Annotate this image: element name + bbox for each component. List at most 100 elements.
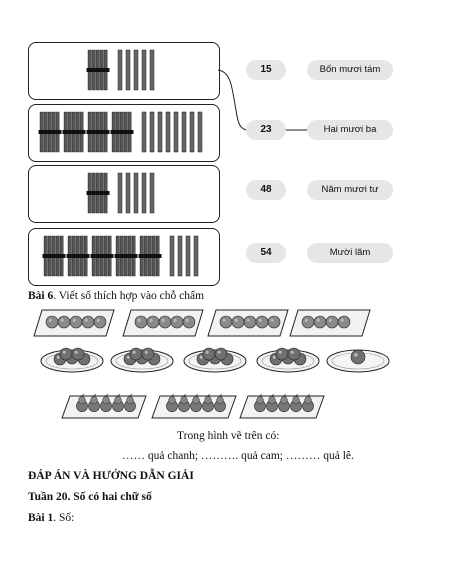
lemon-highlight	[72, 318, 76, 322]
single-stick	[149, 49, 155, 91]
orange	[287, 347, 301, 361]
lemon-highlight	[328, 318, 332, 322]
lemon	[255, 315, 269, 329]
lemon-highlight	[258, 318, 262, 322]
pear-stem	[207, 393, 210, 397]
pear-stem	[129, 393, 132, 397]
stick-bundle	[86, 49, 110, 91]
lemon-highlight	[316, 318, 320, 322]
single-stick	[173, 111, 179, 153]
lemon	[134, 315, 148, 329]
pear-top	[114, 396, 122, 405]
answers-item-label: Bài 1	[28, 512, 54, 524]
stick-bundle	[90, 235, 114, 277]
orange-highlight	[62, 350, 66, 354]
exercise-6-label: Bài 6	[28, 290, 54, 302]
pear-stem	[283, 393, 286, 397]
lemon-highlight	[185, 318, 189, 322]
lemon	[170, 315, 184, 329]
orange-highlight	[144, 350, 148, 354]
stick-bundle	[110, 111, 134, 153]
bundle-box-3	[28, 165, 220, 223]
answers-week: Tuần 20. Số có hai chữ số	[28, 491, 152, 503]
pear-stem	[183, 393, 186, 397]
lemon	[45, 315, 59, 329]
pear-top	[192, 396, 200, 405]
word-pill-1[interactable]: Bốn mươi tám	[307, 60, 393, 80]
orange	[141, 347, 155, 361]
pear-stem	[171, 393, 174, 397]
single-stick	[149, 172, 155, 214]
single-stick	[149, 111, 155, 153]
single-stick	[177, 235, 183, 277]
lemon	[182, 315, 196, 329]
word-pill-3[interactable]: Năm mươi tư	[307, 180, 393, 200]
orange	[202, 347, 216, 361]
orange-highlight	[278, 350, 282, 354]
exercise-6-heading: Bài 6. Viết số thích hợp vào chỗ chấm	[28, 290, 204, 302]
word-pill-4[interactable]: Mười lăm	[307, 243, 393, 263]
answers-heading: ĐÁP ÁN VÀ HƯỚNG DẪN GIẢI	[28, 470, 194, 482]
pear-stem	[93, 393, 96, 397]
stick-bundle	[38, 111, 62, 153]
single-stick	[185, 235, 191, 277]
number-pill-3[interactable]: 48	[246, 180, 286, 200]
lemon-highlight	[161, 318, 165, 322]
number-pill-1[interactable]: 15	[246, 60, 286, 80]
lemon	[337, 315, 351, 329]
lemon	[313, 315, 327, 329]
single-stick	[169, 235, 175, 277]
stick-bundle	[42, 235, 66, 277]
orange	[275, 347, 289, 361]
pear-stem	[195, 393, 198, 397]
lemon	[267, 315, 281, 329]
single-stick	[125, 49, 131, 91]
orange-highlight	[272, 355, 276, 359]
pear-stem	[271, 393, 274, 397]
lemon-highlight	[48, 318, 52, 322]
pear-stem	[295, 393, 298, 397]
pear-top	[78, 396, 86, 405]
pear-top	[168, 396, 176, 405]
single-stick	[141, 111, 147, 153]
single-stick	[133, 49, 139, 91]
single-stick	[141, 172, 147, 214]
single-stick	[181, 111, 187, 153]
orange-highlight	[74, 350, 78, 354]
lemon	[325, 315, 339, 329]
single-stick	[117, 172, 123, 214]
number-pill-4[interactable]: 54	[246, 243, 286, 263]
lemon-highlight	[84, 318, 88, 322]
number-pill-2[interactable]: 23	[246, 120, 286, 140]
lemon-highlight	[96, 318, 100, 322]
lemon	[69, 315, 83, 329]
orange	[214, 347, 228, 361]
lemon	[146, 315, 160, 329]
orange	[350, 349, 366, 365]
orange-highlight	[56, 355, 60, 359]
pear-top	[292, 396, 300, 405]
single-stick	[165, 111, 171, 153]
orange-highlight	[126, 355, 130, 359]
stick-bundle	[114, 235, 138, 277]
pear-top	[280, 396, 288, 405]
pear-top	[204, 396, 212, 405]
lemon-highlight	[173, 318, 177, 322]
single-stick	[157, 111, 163, 153]
lemon	[243, 315, 257, 329]
lemon-highlight	[60, 318, 64, 322]
orange-highlight	[205, 350, 209, 354]
lemon-highlight	[246, 318, 250, 322]
lemon	[301, 315, 315, 329]
orange	[129, 347, 143, 361]
connector-line	[217, 69, 247, 131]
word-pill-2[interactable]: Hai mươi ba	[307, 120, 393, 140]
orange	[59, 347, 73, 361]
lemon-highlight	[270, 318, 274, 322]
orange-highlight	[290, 350, 294, 354]
pear-stem	[117, 393, 120, 397]
lemon	[231, 315, 245, 329]
lemon	[158, 315, 172, 329]
pear-top	[304, 396, 312, 405]
stick-bundle	[86, 111, 110, 153]
